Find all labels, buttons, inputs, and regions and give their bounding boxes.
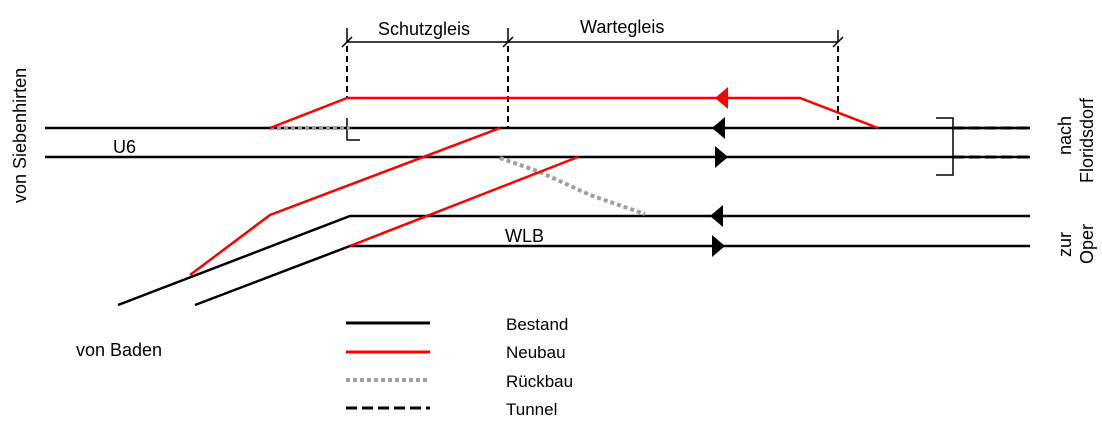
arrow-left-icon: [710, 205, 723, 227]
dimension-extension-lines: [346, 46, 839, 127]
direction-arrows: [710, 87, 728, 257]
arrow-right-icon: [715, 146, 728, 168]
von-baden-label: von Baden: [76, 340, 162, 360]
removed-connection-lower: [499, 156, 646, 216]
arrow-right-icon: [712, 235, 725, 257]
legend: Bestand Neubau Rückbau Tunnel: [346, 315, 573, 419]
wlb-track-lower: [194, 244, 1030, 307]
wartegleis-new-track: [269, 96, 879, 130]
floridsdorf-label: Floridsdorf: [1077, 97, 1097, 183]
dimension-markers: [341, 28, 844, 48]
u6-label: U6: [113, 137, 136, 157]
crossover-lower-new: [349, 155, 579, 248]
removed-tracks: [270, 126, 646, 216]
legend-label-bestand: Bestand: [506, 315, 568, 334]
existing-tracks: [45, 126, 1030, 307]
legend-label-rueckbau: Rückbau: [506, 372, 573, 391]
arrow-left-icon: [715, 87, 728, 109]
wlb-track-upper: [117, 214, 1030, 307]
new-tracks: [189, 96, 879, 276]
wlb-label: WLB: [505, 226, 544, 246]
oper-label: Oper: [1077, 224, 1097, 264]
von-siebenhirten-label: von Siebenhirten: [10, 68, 30, 203]
schutzgleis-label: Schutzgleis: [378, 19, 470, 39]
wartegleis-label: Wartegleis: [580, 17, 664, 37]
track-end-bracket: [346, 118, 360, 141]
legend-label-tunnel: Tunnel: [506, 400, 557, 419]
legend-label-neubau: Neubau: [506, 343, 566, 362]
tunnel-sections: [953, 126, 1032, 159]
tunnel-portal-bracket: [936, 117, 954, 176]
zur-label: zur: [1055, 232, 1075, 257]
nach-label: nach: [1055, 116, 1075, 155]
crossover-upper-new: [189, 126, 501, 276]
arrow-left-icon: [712, 117, 725, 139]
